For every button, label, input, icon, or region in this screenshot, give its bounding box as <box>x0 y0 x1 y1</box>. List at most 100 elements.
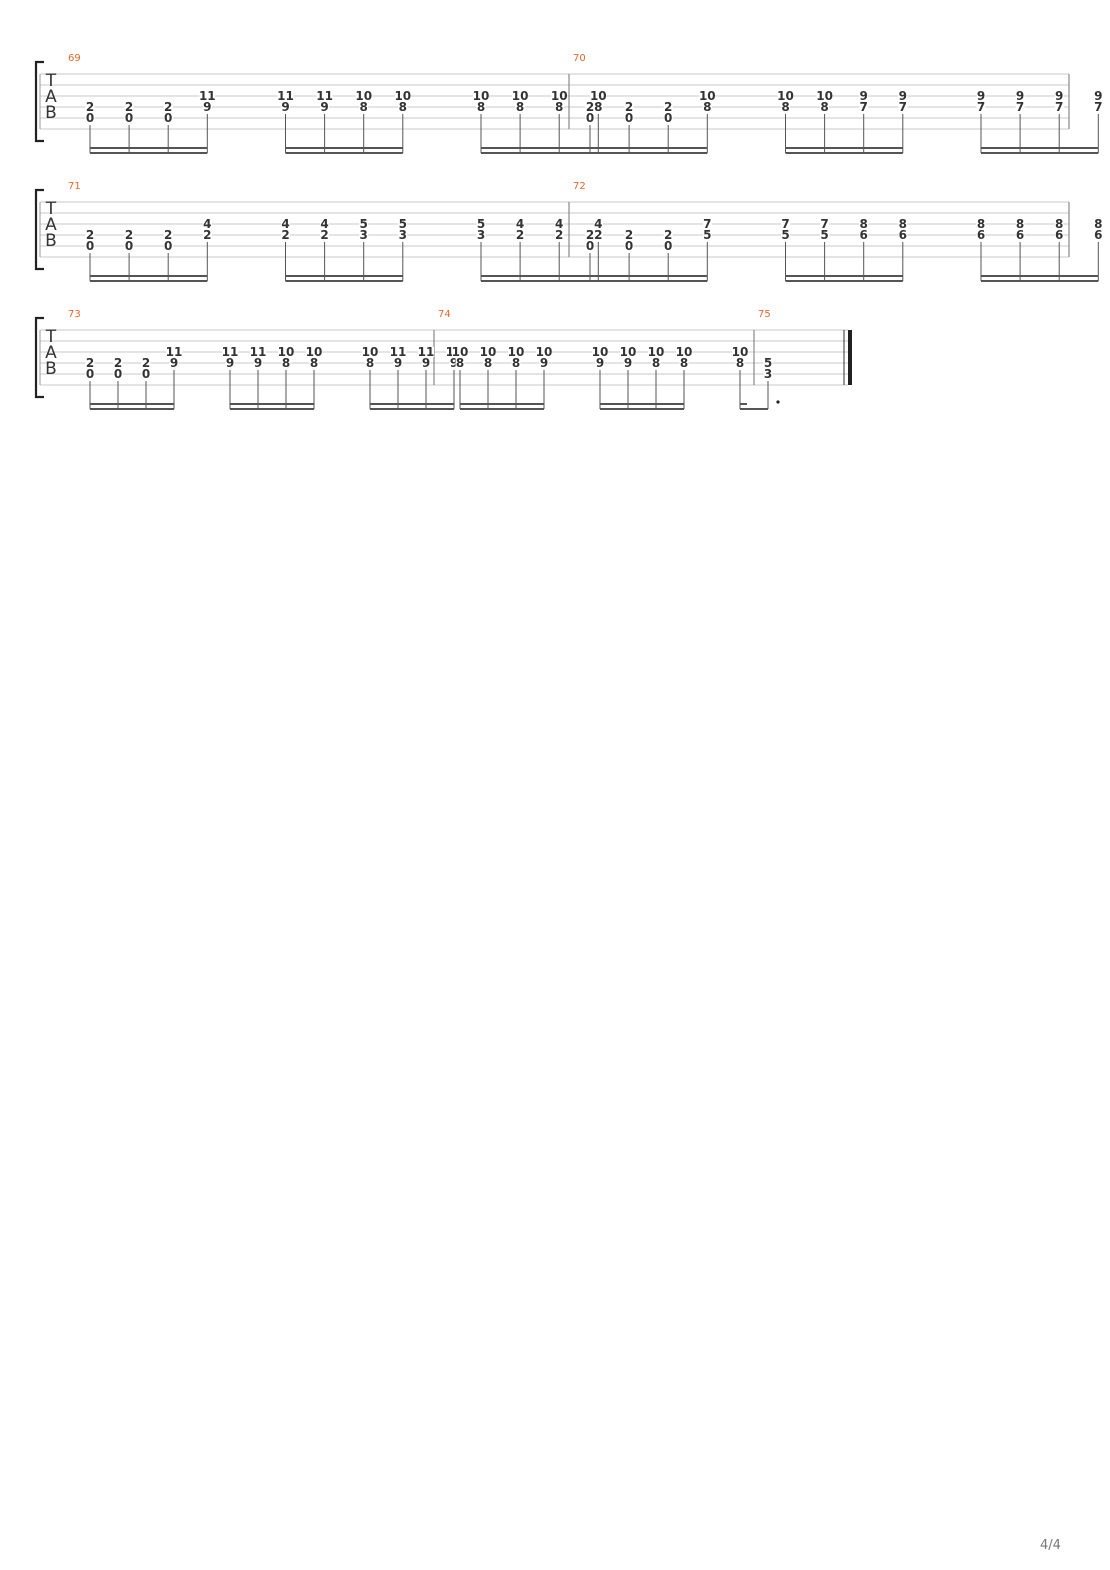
fret-number: 6 <box>1016 228 1024 242</box>
fret-background <box>199 91 216 101</box>
fret-number: 2 <box>516 228 524 242</box>
measure-number: 71 <box>68 181 81 192</box>
fret-number: 0 <box>125 111 133 125</box>
fret-background <box>585 230 595 240</box>
fret-background <box>515 219 525 229</box>
fret-background <box>281 219 290 229</box>
fret-background <box>554 230 564 240</box>
fret-background <box>320 219 330 229</box>
fret-number: 11 <box>418 345 435 359</box>
fret-background <box>976 219 986 229</box>
fret-number: 0 <box>125 239 133 253</box>
fret-background <box>1093 102 1103 112</box>
fret-background <box>511 358 521 368</box>
fret-background <box>85 358 95 368</box>
fret-background <box>1015 219 1025 229</box>
fret-number: 10 <box>452 345 469 359</box>
fret-background <box>781 230 790 240</box>
fret-background <box>85 113 95 123</box>
fret-background <box>663 113 673 123</box>
fret-number: 0 <box>86 111 94 125</box>
fret-background <box>365 358 375 368</box>
fret-background <box>222 347 238 357</box>
fret-number: 8 <box>1094 217 1102 231</box>
fret-number: 8 <box>781 100 789 114</box>
fret-background <box>163 102 173 112</box>
fret-background <box>277 91 294 101</box>
fret-background <box>394 91 411 101</box>
fret-number: 7 <box>899 100 907 114</box>
fret-background <box>421 358 431 368</box>
fret-background <box>820 102 830 112</box>
fret-number: 5 <box>399 217 407 231</box>
fret-number: 11 <box>166 345 183 359</box>
fret-number: 9 <box>977 89 985 103</box>
tab-clef-letter: T <box>45 71 57 91</box>
fret-number: 7 <box>781 217 789 231</box>
fret-background <box>359 219 369 229</box>
system-bracket <box>34 188 44 271</box>
fret-background <box>281 102 290 112</box>
fret-background <box>515 102 525 112</box>
fret-background <box>592 347 608 357</box>
fret-number: 5 <box>764 356 772 370</box>
measure-number: 73 <box>68 309 81 320</box>
fret-number: 3 <box>399 228 407 242</box>
fret-background <box>359 230 369 240</box>
fret-number: 9 <box>540 356 548 370</box>
fret-number: 9 <box>281 100 289 114</box>
fret-background <box>624 102 634 112</box>
fret-background <box>306 347 322 357</box>
fret-background <box>1015 102 1025 112</box>
fret-background <box>476 230 486 240</box>
fret-number: 9 <box>1016 89 1024 103</box>
fret-number: 3 <box>477 228 485 242</box>
fret-background <box>620 347 636 357</box>
fret-number: 7 <box>703 217 711 231</box>
fret-number: 11 <box>316 89 333 103</box>
fret-number: 2 <box>125 100 133 114</box>
fret-number: 3 <box>764 367 772 381</box>
fret-number: 7 <box>820 217 828 231</box>
fret-background <box>163 113 173 123</box>
fret-background <box>679 358 689 368</box>
fret-background <box>536 347 552 357</box>
fret-background <box>1015 91 1025 101</box>
fret-number: 8 <box>820 100 828 114</box>
fret-background <box>585 241 595 251</box>
fret-number: 5 <box>820 228 828 242</box>
fret-background <box>166 347 182 357</box>
fret-number: 9 <box>170 356 178 370</box>
fret-background <box>624 113 634 123</box>
fret-background <box>1054 91 1064 101</box>
measure-number: 75 <box>758 309 771 320</box>
fret-background <box>590 91 607 101</box>
fret-background <box>651 358 661 368</box>
fret-background <box>202 102 212 112</box>
fret-background <box>593 102 603 112</box>
fret-number: 9 <box>320 100 328 114</box>
fret-number: 8 <box>703 100 711 114</box>
fret-background <box>732 347 748 357</box>
fret-number: 10 <box>648 345 665 359</box>
fret-number: 2 <box>555 228 563 242</box>
fret-background <box>85 230 95 240</box>
fret-background <box>141 358 151 368</box>
fret-background <box>898 91 908 101</box>
fret-number: 4 <box>203 217 211 231</box>
fret-number: 9 <box>394 356 402 370</box>
fret-background <box>898 219 908 229</box>
measure-number: 74 <box>438 309 451 320</box>
fret-background <box>554 102 564 112</box>
fret-background <box>1093 91 1103 101</box>
fret-number: 10 <box>777 89 794 103</box>
fret-background <box>781 102 790 112</box>
fret-background <box>623 358 633 368</box>
fret-number: 5 <box>360 217 368 231</box>
fret-number: 11 <box>277 89 294 103</box>
fret-number: 10 <box>508 345 525 359</box>
fret-number: 9 <box>422 356 430 370</box>
fret-background <box>355 91 372 101</box>
fret-number: 6 <box>1055 228 1063 242</box>
fret-number: 0 <box>164 111 172 125</box>
